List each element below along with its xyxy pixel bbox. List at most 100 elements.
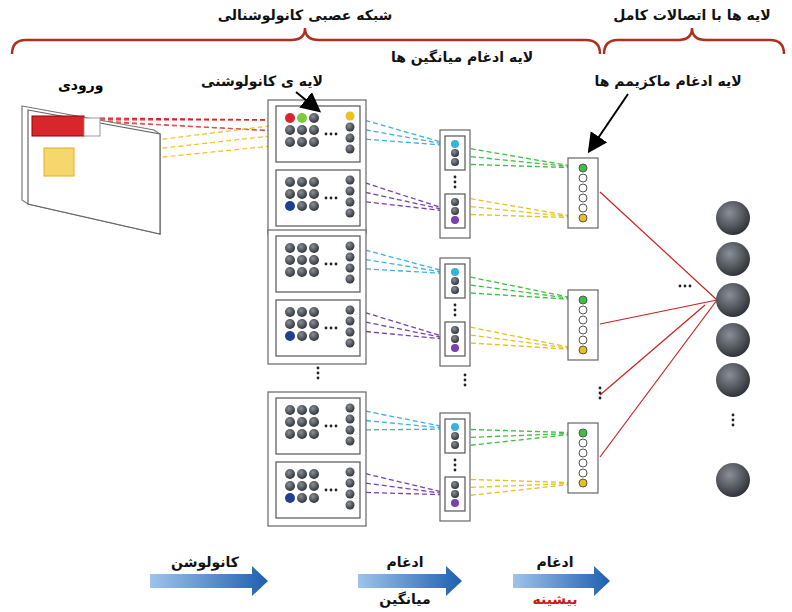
conv-neuron [285,319,295,329]
group-title: لایه ها با اتصالات کامل [611,6,772,24]
pool-line [455,333,583,350]
conv-neuron [285,137,295,147]
conv-neuron [309,481,319,491]
conv-neuron [297,267,307,277]
conv-neuron [346,242,355,251]
step-label: ادغام [384,553,425,571]
conv-neuron [297,481,307,491]
fc-neuron [716,201,750,235]
conv-neuron [285,243,295,253]
conv-neuron [346,404,355,413]
conv-neuron [346,415,355,424]
conv-neuron [309,429,319,439]
conv-neuron [346,501,355,510]
feature-map [276,300,360,356]
receptive-field [44,148,74,176]
feature-map [276,462,360,518]
pool-map [445,136,465,170]
conv-neuron [297,189,307,199]
conv-neuron [297,331,307,341]
conv-neuron [309,493,319,503]
conv-neuron [285,177,295,187]
fc-neuron [716,463,750,497]
ellipsis-dot [454,469,457,472]
receptive-field [84,118,100,136]
pool-neuron [579,346,587,354]
ellipsis-dot [732,424,735,427]
pool-neuron [451,158,459,166]
ellipsis-dot [684,285,687,288]
pool-neuron [451,207,459,215]
pool-line [455,205,583,218]
pool-neuron [451,344,459,352]
pool-neuron [579,469,587,477]
conv-neuron [285,429,295,439]
pool-neuron [579,204,587,212]
pool-neuron [451,286,459,294]
pool-map [445,264,465,298]
fc-neuron [716,283,750,317]
pool-layer [440,413,470,521]
pool-neuron [451,140,459,148]
conv-neuron [297,405,307,415]
pool-line [455,429,583,433]
pool-neuron [579,306,587,314]
ellipsis-dot [679,285,682,288]
max-pool-layer [568,290,598,360]
feature-map [276,236,360,292]
conv-neuron [285,417,295,427]
conv-neuron [297,469,307,479]
conv-neuron [346,134,355,143]
conv-neuron [285,267,295,277]
pool-neuron [579,214,587,222]
conv-neuron [309,137,319,147]
conv-neuron [309,113,319,123]
pool-map [445,477,465,511]
ellipsis-dot [317,372,320,375]
ellipsis-dot [464,374,467,377]
ellipsis-dot [454,314,457,317]
ellipsis-dot [330,197,333,200]
ellipsis-dot [689,285,692,288]
pool-neuron [451,216,459,224]
pool-layer [440,130,470,238]
max-pool-layer [568,423,598,493]
conv-neuron [297,137,307,147]
pool-neuron [451,499,459,507]
ellipsis-dot [335,263,338,266]
pool-neuron [451,198,459,206]
conv-neuron [346,328,355,337]
ellipsis-dot [330,263,333,266]
leader-arrow [296,92,318,110]
conv-neuron [346,187,355,196]
pool-neuron [579,184,587,192]
conv-neuron [297,255,307,265]
step-label: کانولوشن [169,553,241,571]
conv-neuron [309,189,319,199]
conv-neuron [346,437,355,446]
leader-arrow [590,94,628,150]
pool-neuron [579,316,587,324]
conv-neuron [309,331,319,341]
pool-neuron [451,335,459,343]
ellipsis-dot [335,425,338,428]
pool-neuron [451,149,459,157]
fc-neuron [716,363,750,397]
pool-line [455,164,583,168]
pool-layer [440,258,470,366]
ellipsis-dot [330,133,333,136]
conv-neuron [346,145,355,154]
pool-neuron [579,326,587,334]
ellipsis-dot [325,133,328,136]
plane [28,110,160,234]
pool-neuron [451,277,459,285]
conv-neuron [309,177,319,187]
step-label: ادغام [534,553,575,571]
pool-neuron [451,490,459,498]
pool-line [455,479,583,483]
ellipsis-dot [317,377,320,380]
ellipsis-dot [454,186,457,189]
ellipsis-dot [335,133,338,136]
conv-neuron [346,198,355,207]
conv-neuron [285,331,295,341]
